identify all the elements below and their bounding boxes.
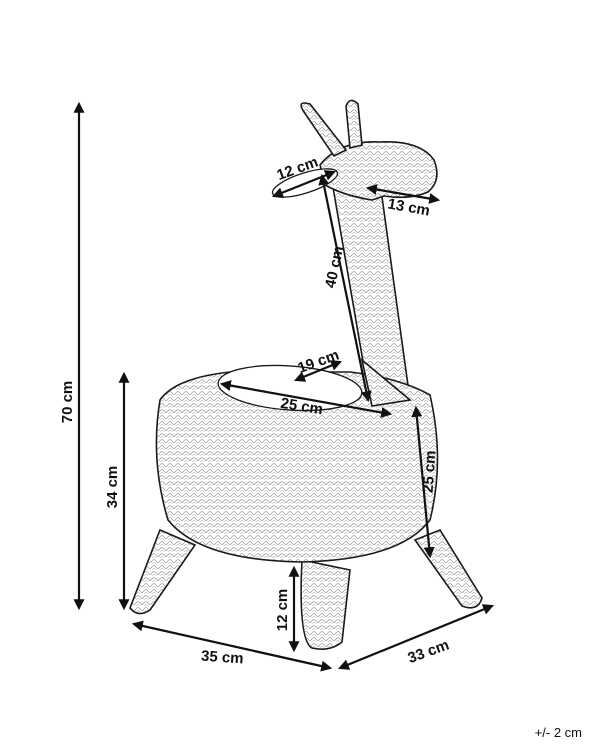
label-basket-diameter: 25 cm: [279, 395, 324, 418]
label-basket-depth: 25 cm: [420, 450, 440, 494]
label-body-height: 34 cm: [104, 466, 121, 509]
label-head-length: 13 cm: [386, 196, 431, 220]
giraffe-ear: [300, 102, 348, 158]
dim-line-head-length: [365, 184, 441, 204]
dim-line-base-depth: [337, 604, 495, 670]
label-total-height: 70 cm: [59, 381, 76, 424]
dim-line-basket-depth: [411, 405, 435, 559]
dim-line-inner-opening: [293, 360, 343, 382]
back-right-leg: [413, 529, 483, 609]
label-leg-height: 12 cm: [274, 589, 291, 632]
tolerance-note: +/- 2 cm: [535, 725, 582, 740]
dim-line-base-width: [131, 620, 333, 672]
dim-line-neck: [318, 173, 372, 403]
dim-line-basket-diameter: [219, 380, 393, 418]
label-base-width: 35 cm: [200, 648, 244, 668]
giraffe-horn: [345, 99, 363, 150]
label-base-depth: 33 cm: [406, 637, 452, 668]
dimension-lines: [73, 101, 495, 672]
back-left-leg: [129, 528, 197, 615]
front-leg: [300, 559, 351, 650]
